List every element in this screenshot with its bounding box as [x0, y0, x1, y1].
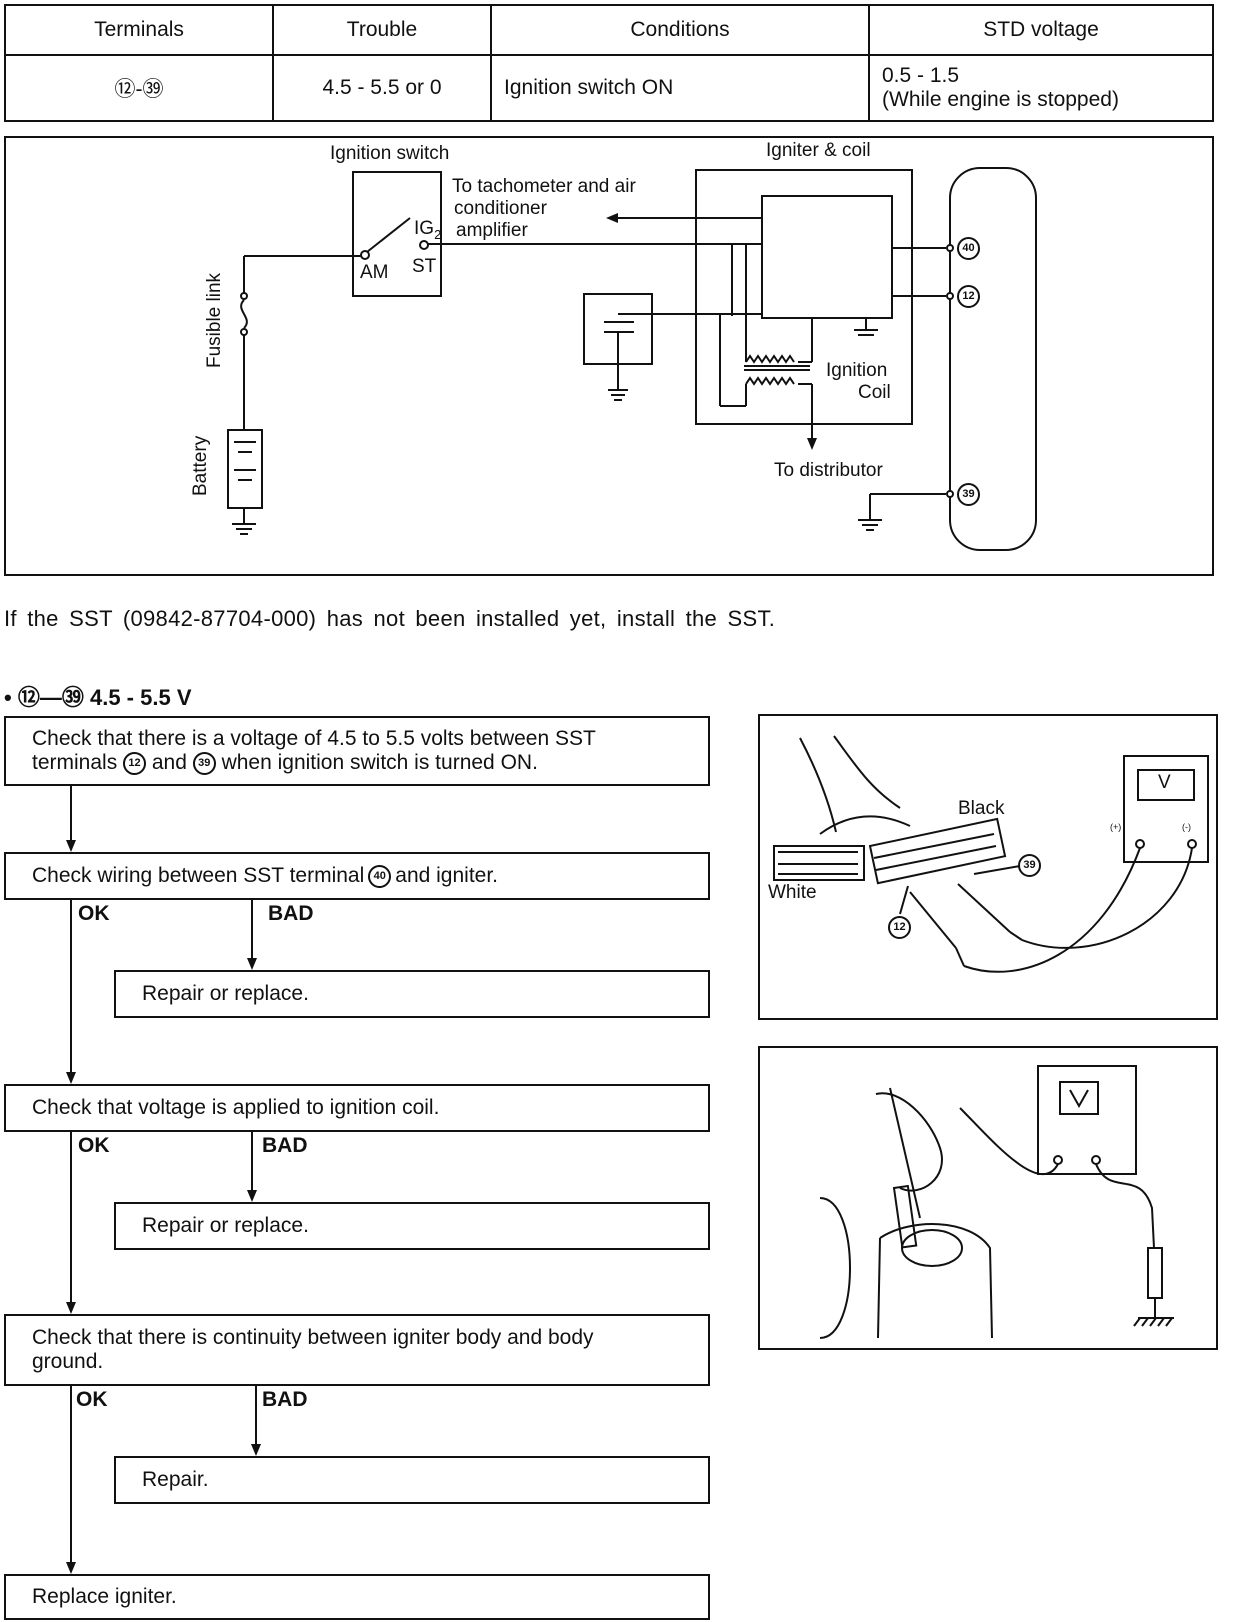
ok-label-1: OK	[78, 902, 110, 925]
step1-line1: Check that there is a voltage of 4.5 to …	[32, 727, 596, 750]
ig2-label: IG2	[414, 218, 441, 242]
to-tachometer-label-line3: amplifier	[456, 220, 528, 241]
flow-repair: Repair.	[114, 1456, 710, 1504]
flow-repair-replace-2: Repair or replace.	[114, 1202, 710, 1250]
coil-probe-drawing	[819, 1065, 1174, 1339]
table-row: ⑫-㊴ 4.5 - 5.5 or 0 Ignition switch ON 0.…	[4, 54, 1214, 122]
ok-label-2: OK	[78, 1134, 110, 1157]
heading-dash: —	[39, 685, 62, 710]
step1-terminal-39: 39	[192, 751, 216, 775]
spec-table: Terminals Trouble Conditions STD voltage…	[4, 4, 1214, 122]
step4-line2: ground.	[32, 1350, 104, 1373]
to-tachometer-label-line2: conditioner	[454, 198, 547, 219]
heading-voltage: 4.5 - 5.5 V	[89, 685, 192, 710]
terminal-39-marker: 39	[957, 483, 980, 506]
col-header-std-voltage: STD voltage	[868, 4, 1214, 56]
to-distributor-label: To distributor	[774, 460, 883, 481]
sst-install-note: If the SST (09842-87704-000) has not bee…	[4, 606, 776, 631]
step2-text-end: and igniter.	[395, 864, 499, 887]
ignition-coil-label-line2: Coil	[858, 382, 891, 403]
meter-plus-label: (+)	[1110, 822, 1122, 832]
bad-label-1: BAD	[268, 902, 314, 925]
coil-probe-illustration: V	[758, 1046, 1218, 1350]
cell-terminals: ⑫-㊴	[4, 54, 274, 122]
step4-line1: Check that there is continuity between i…	[32, 1326, 594, 1349]
col-header-terminals: Terminals	[4, 4, 274, 56]
terminal-40-marker: 40	[957, 237, 980, 260]
terminal-12-label: ⑫	[114, 78, 136, 101]
flow-replace-igniter: Replace igniter.	[4, 1574, 710, 1620]
meter-v-label-2: V	[1071, 1085, 1072, 1086]
ig2-subscript: 2	[434, 226, 442, 242]
heading-terminal-12: ⑫	[17, 685, 40, 710]
connector-probe-illustration: Black White V (+) (-) 39 12	[758, 714, 1218, 1020]
std-voltage-value: 0.5 - 1.5	[882, 64, 960, 87]
col-header-conditions: Conditions	[490, 4, 870, 56]
am-label: AM	[360, 262, 389, 283]
bad-label-2: BAD	[262, 1134, 308, 1157]
ig2-text: IG	[414, 218, 435, 239]
step1-line2-and: and	[146, 751, 193, 774]
flow-repair-replace-1: Repair or replace.	[114, 970, 710, 1018]
step1-line2: terminals 12 and 39 when ignition switch…	[32, 751, 596, 775]
st-label: ST	[412, 256, 437, 277]
bullet: •	[4, 685, 12, 710]
flow-step-check-voltage: Check that there is a voltage of 4.5 to …	[4, 716, 710, 786]
cell-trouble: 4.5 - 5.5 or 0	[272, 54, 492, 122]
terminal-39-label: ㊴	[142, 78, 164, 101]
std-voltage-note: (While engine is stopped)	[882, 88, 1119, 111]
wiring-diagram: Ignition switch Igniter & coil To tachom…	[4, 136, 1214, 576]
step2-terminal-40: 40	[368, 864, 392, 888]
meter-v-label: V	[1158, 772, 1171, 793]
terminal-separator: -	[135, 78, 143, 101]
wiring-diagram-lines	[227, 167, 1037, 551]
flow-step-check-wiring: Check wiring between SST terminal 40 and…	[4, 852, 710, 900]
photo-terminal-39: 39	[1018, 854, 1041, 877]
photo-terminal-12: 12	[888, 916, 911, 939]
ignition-switch-label: Ignition switch	[330, 143, 450, 164]
ignition-coil-label-line1: Ignition	[826, 360, 888, 381]
igniter-coil-label: Igniter & coil	[766, 140, 871, 161]
step1-line2-start: terminals	[32, 751, 124, 774]
step1-terminal-12: 12	[123, 751, 147, 775]
white-connector-label: White	[768, 882, 817, 903]
section-heading: • ⑫—㊴ 4.5 - 5.5 V	[4, 680, 192, 712]
terminal-12-marker: 12	[957, 285, 980, 308]
ok-label-3: OK	[76, 1388, 108, 1411]
cell-std-voltage: 0.5 - 1.5 (While engine is stopped)	[868, 54, 1214, 122]
col-header-trouble: Trouble	[272, 4, 492, 56]
heading-terminal-39: ㊴	[61, 685, 84, 710]
black-connector-label: Black	[958, 798, 1005, 819]
connector-probe-drawing	[773, 735, 1209, 973]
step2-text-start: Check wiring between SST terminal	[32, 864, 365, 887]
flow-step-check-continuity: Check that there is continuity between i…	[4, 1314, 710, 1386]
flowchart-connectors	[66, 786, 261, 1574]
flow-step-check-coil: Check that voltage is applied to ignitio…	[4, 1084, 710, 1132]
meter-minus-label: (-)	[1182, 822, 1191, 832]
step1-line2-end: when ignition switch is turned ON.	[215, 751, 538, 774]
to-tachometer-label-line1: To tachometer and air	[452, 176, 636, 197]
bad-label-3: BAD	[262, 1388, 308, 1411]
table-header-row: Terminals Trouble Conditions STD voltage	[4, 4, 1214, 56]
cell-conditions: Ignition switch ON	[490, 54, 870, 122]
